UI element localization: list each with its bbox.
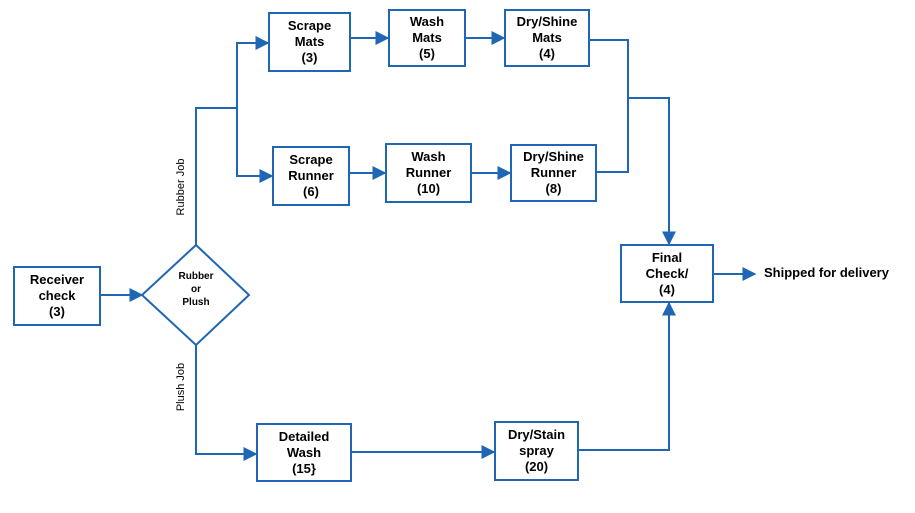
dry-stain-spray-box: Dry/Stain spray (20) (494, 421, 579, 481)
decision-label: Rubber or Plush (178, 271, 214, 308)
edge-rubber-branch (195, 107, 237, 245)
scrape-runner-box: Scrape Runner (6) (272, 146, 350, 206)
receiver-check-box: Receiver check (3) (13, 266, 101, 326)
dry-shine-runner-box: Dry/Shine Runner (8) (510, 144, 597, 202)
wash-mats-box: Wash Mats (5) (388, 9, 466, 67)
edge-dry-stain-final (579, 301, 676, 451)
edge-to-scrape-mats (236, 36, 270, 108)
edge-plush-branch (195, 345, 258, 461)
wash-runner-box: Wash Runner (10) (385, 143, 472, 203)
edge-to-scrape-runner (236, 108, 274, 183)
final-check-box: Final Check/ (4) (620, 244, 714, 303)
rubber-job-label: Rubber Job (175, 158, 187, 216)
plush-job-label: Plush Job (175, 362, 187, 412)
edge-dry-mats-merge (590, 39, 629, 173)
dry-shine-mats-box: Dry/Shine Mats (4) (504, 9, 590, 67)
edge-merge-final (628, 97, 676, 246)
shipped-for-delivery-label: Shipped for delivery (764, 265, 889, 280)
scrape-mats-box: Scrape Mats (3) (268, 12, 351, 72)
detailed-wash-box: Detailed Wash (15} (256, 423, 352, 482)
